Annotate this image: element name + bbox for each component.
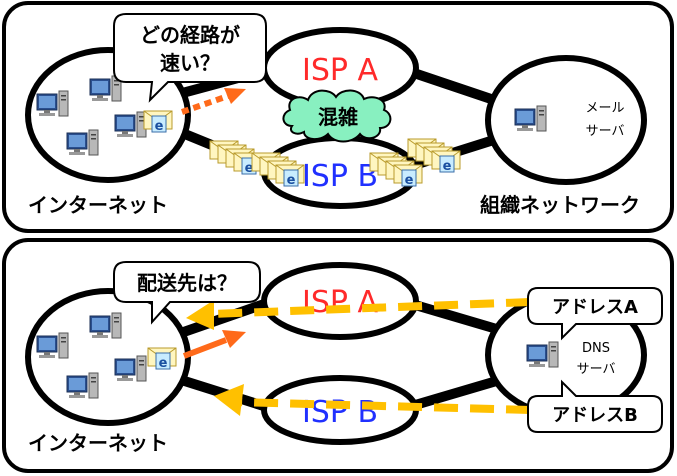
- server-label-line-2: サーバ: [577, 362, 616, 377]
- server-label-line-1: メール: [585, 101, 624, 116]
- internet-label: インターネット: [28, 431, 168, 455]
- dns-answer-paths: [186, 298, 531, 416]
- congestion-cloud: 混雑: [282, 89, 392, 143]
- bottom-panel: ISP A ISP B 配送先は？ DNS サーバ: [2, 238, 674, 473]
- delivery-arrow: [182, 330, 246, 359]
- top-panel: ISP A ISP B どの経路が 速い？ 混雑: [2, 1, 674, 233]
- route-question-bubble: どの経路が 速い？: [113, 13, 267, 103]
- congestion-label: 混雑: [318, 105, 358, 129]
- server-label-line-2: サーバ: [586, 124, 625, 139]
- address-a-label: アドレスA: [552, 297, 638, 318]
- bubble-line-2: 速い？: [160, 51, 220, 75]
- address-b-bubble: アドレスB: [527, 379, 663, 433]
- isp-a-label: ISP A: [302, 285, 379, 320]
- bubble-line-1: どの経路が: [140, 23, 240, 47]
- address-a-bubble: アドレスA: [527, 287, 663, 341]
- isp-a-label: ISP A: [302, 53, 379, 88]
- organization-label: 組織ネットワーク: [480, 193, 640, 217]
- address-b-label: アドレスB: [552, 405, 638, 426]
- bubble-text: 配送先は？: [137, 271, 237, 295]
- server-label-line-1: DNS: [582, 341, 610, 356]
- destination-question-bubble: 配送先は？: [113, 261, 261, 325]
- isp-a-network: [261, 262, 419, 340]
- organization-network: [485, 55, 647, 185]
- probe-arrow: [181, 88, 246, 115]
- isp-b-label: ISP B: [302, 159, 378, 194]
- internet-label: インターネット: [28, 193, 168, 217]
